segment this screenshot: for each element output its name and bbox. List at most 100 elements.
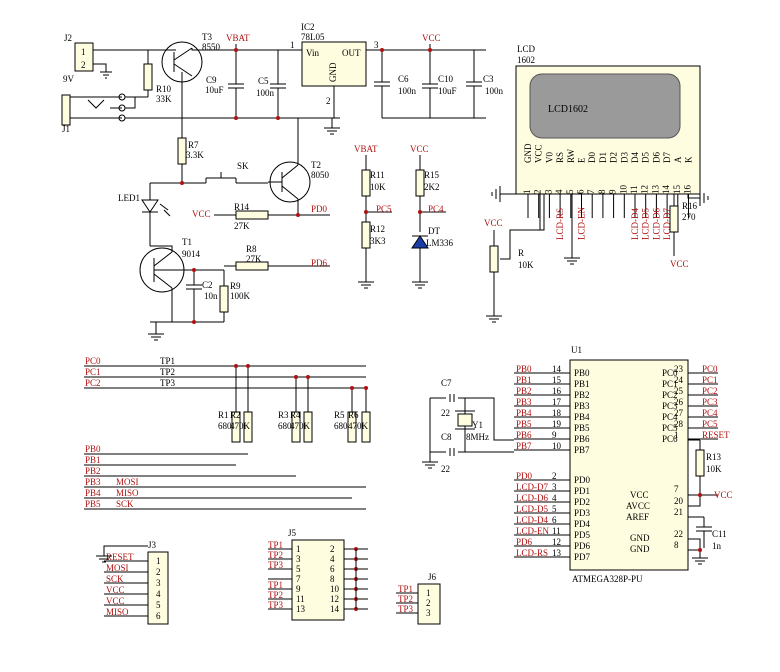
r14-value: 27K	[234, 221, 250, 231]
mcu-left-net: PB6	[516, 430, 532, 440]
mcu-left-num: 17	[552, 397, 562, 407]
j3-pin-num: 4	[156, 589, 161, 599]
r7-resistor	[177, 137, 187, 165]
lcd-screen-label: LCD1602	[548, 104, 588, 115]
mcu-left-pin: PB6	[574, 434, 590, 444]
c9-value: 10uF	[205, 85, 224, 95]
r14-resistor	[235, 210, 269, 220]
pd0-label: PD0	[311, 204, 328, 214]
net-pb2: PB2	[85, 466, 101, 476]
mcu-n20: 20	[674, 496, 684, 506]
j6-ref: J6	[428, 572, 437, 582]
j3-net: SCK	[106, 574, 124, 584]
mcu-left-num: 2	[552, 471, 557, 481]
ic2-gnd: GND	[328, 62, 338, 82]
lcd-net-label: LCD-D4	[630, 208, 640, 240]
net-sck: SCK	[116, 499, 134, 509]
j5-net: TP2	[268, 550, 283, 560]
r11-ref: R11	[370, 170, 385, 180]
mcu-left-num: 13	[552, 548, 562, 558]
dt-reference-diode	[411, 235, 429, 249]
lcd-pin-label: E	[577, 157, 587, 163]
mcu-left-pin: PD1	[574, 486, 590, 496]
c7-ref: C7	[441, 378, 452, 388]
ic2-pin1: 1	[290, 40, 295, 50]
mcu-left-num: 4	[552, 493, 557, 503]
lcd-pin-number: 3	[543, 189, 553, 194]
r14-ref: R14	[234, 202, 250, 212]
mcu-right-num: 27	[674, 408, 684, 418]
pot-vcc: VCC	[484, 218, 503, 228]
lcd-net-label: LCD-RS	[555, 208, 565, 240]
t1-value: 9014	[182, 249, 201, 259]
c8-value: 22	[441, 464, 450, 474]
mcu-left-net: LCD-RS	[516, 548, 548, 558]
j5-left-num: 7	[296, 574, 301, 584]
mcu-left-net: LCD-D7	[516, 482, 548, 492]
mcu-left-num: 5	[552, 504, 557, 514]
mcu-left-net: LCD-EN	[516, 526, 549, 536]
r15-ref: R15	[424, 170, 440, 180]
crystal-section: C7 22 C8 22 Y1 8MHz	[422, 378, 514, 474]
r8-value: 27K	[246, 254, 262, 264]
mcu-vcc-pin: VCC	[630, 490, 649, 500]
mcu-left-pin: PB7	[574, 445, 590, 455]
j5-net: TP2	[268, 590, 283, 600]
mcu-left-num: 11	[552, 526, 561, 536]
y1-crystal	[457, 413, 473, 427]
tp-resistor-value: 680	[278, 421, 292, 431]
mcu-left-num: 16	[552, 386, 562, 396]
r10-ref: R10	[156, 84, 172, 94]
pc5-label-monitor: PC5	[376, 204, 392, 214]
j6-pin-num: 2	[426, 598, 431, 608]
j5-right-num: 8	[330, 574, 335, 584]
mcu-left-num: 12	[552, 537, 561, 547]
mcu-left-pin: PB3	[574, 401, 590, 411]
tp-network: PC0 PC1 PC2 TP1 TP2 TP3 R1680R2470KR3680…	[84, 356, 371, 510]
tp-resistor-ref: R5	[334, 410, 345, 420]
lcd-net-label: LCD-D7	[662, 208, 672, 240]
contrast-pot	[489, 245, 499, 273]
mcu-right-net: PC5	[702, 419, 718, 429]
mcu-right-pin: PC1	[662, 379, 678, 389]
lcd-pin-number: 4	[554, 189, 564, 194]
ic2-pin2: 2	[326, 96, 331, 106]
j6-net: TP1	[398, 584, 413, 594]
dt-ref: DT	[428, 226, 440, 236]
r14-vcc: VCC	[192, 209, 211, 219]
t2-ref: T2	[311, 160, 321, 170]
net-pb4: PB4	[85, 488, 101, 498]
j3-ref: J3	[148, 540, 157, 550]
tp-resistor-value: 470K	[290, 421, 311, 431]
tp-resistor-value: 680	[334, 421, 348, 431]
vbat-label-monitor: VBAT	[354, 144, 378, 154]
mcu-n8: 8	[674, 540, 679, 550]
r16-ref: R16	[682, 201, 698, 211]
net-pb3: PB3	[85, 477, 101, 487]
c11-ref: C11	[712, 529, 727, 539]
net-tp2: TP2	[160, 367, 175, 377]
lcd-pin-label: D6	[651, 152, 661, 163]
j5-left-num: 1	[296, 544, 301, 554]
mcu-left-num: 14	[552, 364, 562, 374]
mcu-left-pin: PD3	[574, 508, 591, 518]
j5-net: TP3	[268, 600, 284, 610]
j5-net: TP1	[268, 540, 283, 550]
tp-resistor-value: 470K	[348, 421, 369, 431]
r7-value: 3.3K	[186, 150, 204, 160]
r13-ref: R13	[706, 452, 722, 462]
mcu-right-pin: PC0	[662, 368, 678, 378]
mcu-left-num: 3	[552, 482, 557, 492]
mcu-left-num: 19	[552, 419, 562, 429]
j5-right-num: 4	[330, 554, 335, 564]
mcu-left-net: LCD-D6	[516, 493, 548, 503]
lcd-pin-label: RS	[555, 152, 565, 163]
j5-left-num: 11	[296, 594, 305, 604]
j5-net: TP1	[268, 580, 283, 590]
mcu-left-net: LCD-D5	[516, 504, 548, 514]
c7-value: 22	[441, 408, 450, 418]
pc4-label-monitor: PC4	[428, 204, 444, 214]
